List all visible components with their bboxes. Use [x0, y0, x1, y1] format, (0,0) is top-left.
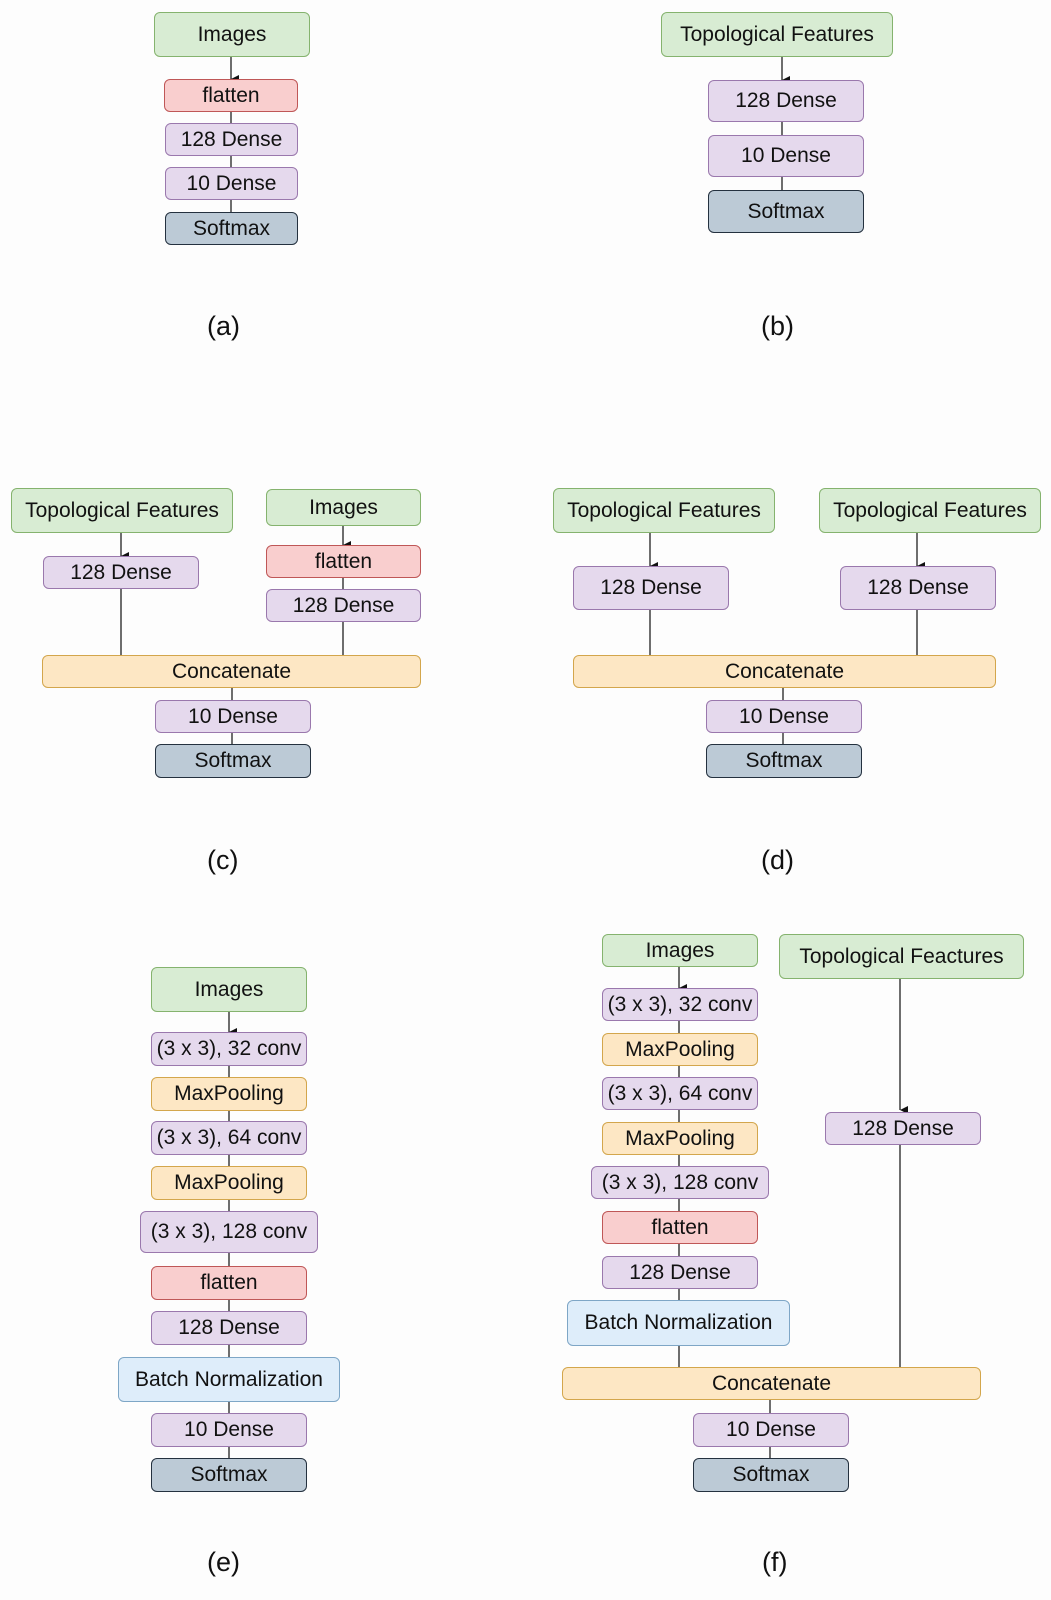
flatten-layer-box: flatten — [164, 79, 298, 112]
batch-normalization-box: Batch Normalization — [567, 1300, 790, 1346]
concatenate-box: Concatenate — [562, 1367, 981, 1400]
topological-features-input-box: Topological Features — [11, 488, 233, 533]
topo-dense-128-box: 128 Dense — [43, 556, 199, 589]
dense-128-box: 128 Dense — [151, 1311, 307, 1345]
softmax-box: Softmax — [693, 1458, 849, 1492]
softmax-box: Softmax — [165, 212, 298, 245]
image-dense-128-box: 128 Dense — [602, 1256, 758, 1289]
image-dense-128-box: 128 Dense — [266, 589, 421, 622]
flatten-layer-box: flatten — [151, 1266, 307, 1300]
topological-features-input-box-right: Topological Features — [819, 488, 1041, 533]
panel-f-caption: (f) — [762, 1547, 788, 1577]
conv-128-box: (3 x 3), 128 conv — [140, 1211, 318, 1253]
dense-10-box: 10 Dense — [155, 700, 311, 733]
flatten-layer-box: flatten — [602, 1211, 758, 1244]
panel-d-caption: (d) — [761, 845, 794, 875]
maxpooling-box-1: MaxPooling — [151, 1077, 307, 1111]
images-input-box: Images — [154, 12, 310, 57]
conv-64-box: (3 x 3), 64 conv — [602, 1077, 758, 1110]
conv-128-box: (3 x 3), 128 conv — [591, 1166, 769, 1199]
dense-10-box: 10 Dense — [693, 1413, 849, 1447]
conv-32-box: (3 x 3), 32 conv — [602, 988, 758, 1021]
softmax-box: Softmax — [706, 744, 862, 778]
images-input-box: Images — [151, 967, 307, 1012]
topo-dense-128-box-right: 128 Dense — [840, 566, 996, 610]
panel-c-caption: (c) — [207, 845, 239, 875]
dense-10-box: 10 Dense — [151, 1413, 307, 1447]
softmax-box: Softmax — [155, 744, 311, 778]
topological-features-input-box: Topological Feactures — [779, 934, 1024, 979]
maxpooling-box-1: MaxPooling — [602, 1033, 758, 1066]
conv-64-box: (3 x 3), 64 conv — [151, 1121, 307, 1155]
panel-b-caption: (b) — [761, 311, 794, 341]
dense-128-box: 128 Dense — [165, 123, 298, 156]
dense-10-box: 10 Dense — [165, 167, 298, 200]
topological-features-input-box-left: Topological Features — [553, 488, 775, 533]
topo-dense-128-box: 128 Dense — [825, 1112, 981, 1145]
softmax-box: Softmax — [708, 190, 864, 233]
maxpooling-box-2: MaxPooling — [602, 1122, 758, 1155]
maxpooling-box-2: MaxPooling — [151, 1166, 307, 1200]
batch-normalization-box: Batch Normalization — [118, 1357, 340, 1402]
concatenate-box: Concatenate — [573, 655, 996, 688]
topological-features-input-box: Topological Features — [661, 12, 893, 57]
conv-32-box: (3 x 3), 32 conv — [151, 1032, 307, 1066]
images-input-box: Images — [266, 489, 421, 526]
dense-10-box: 10 Dense — [706, 700, 862, 733]
concatenate-box: Concatenate — [42, 655, 421, 688]
panel-a-caption: (a) — [207, 311, 240, 341]
topo-dense-128-box-left: 128 Dense — [573, 566, 729, 610]
softmax-box: Softmax — [151, 1458, 307, 1492]
dense-10-box: 10 Dense — [708, 135, 864, 177]
panel-e-caption: (e) — [207, 1547, 240, 1577]
images-input-box: Images — [602, 934, 758, 967]
flatten-layer-box: flatten — [266, 545, 421, 578]
dense-128-box: 128 Dense — [708, 80, 864, 122]
